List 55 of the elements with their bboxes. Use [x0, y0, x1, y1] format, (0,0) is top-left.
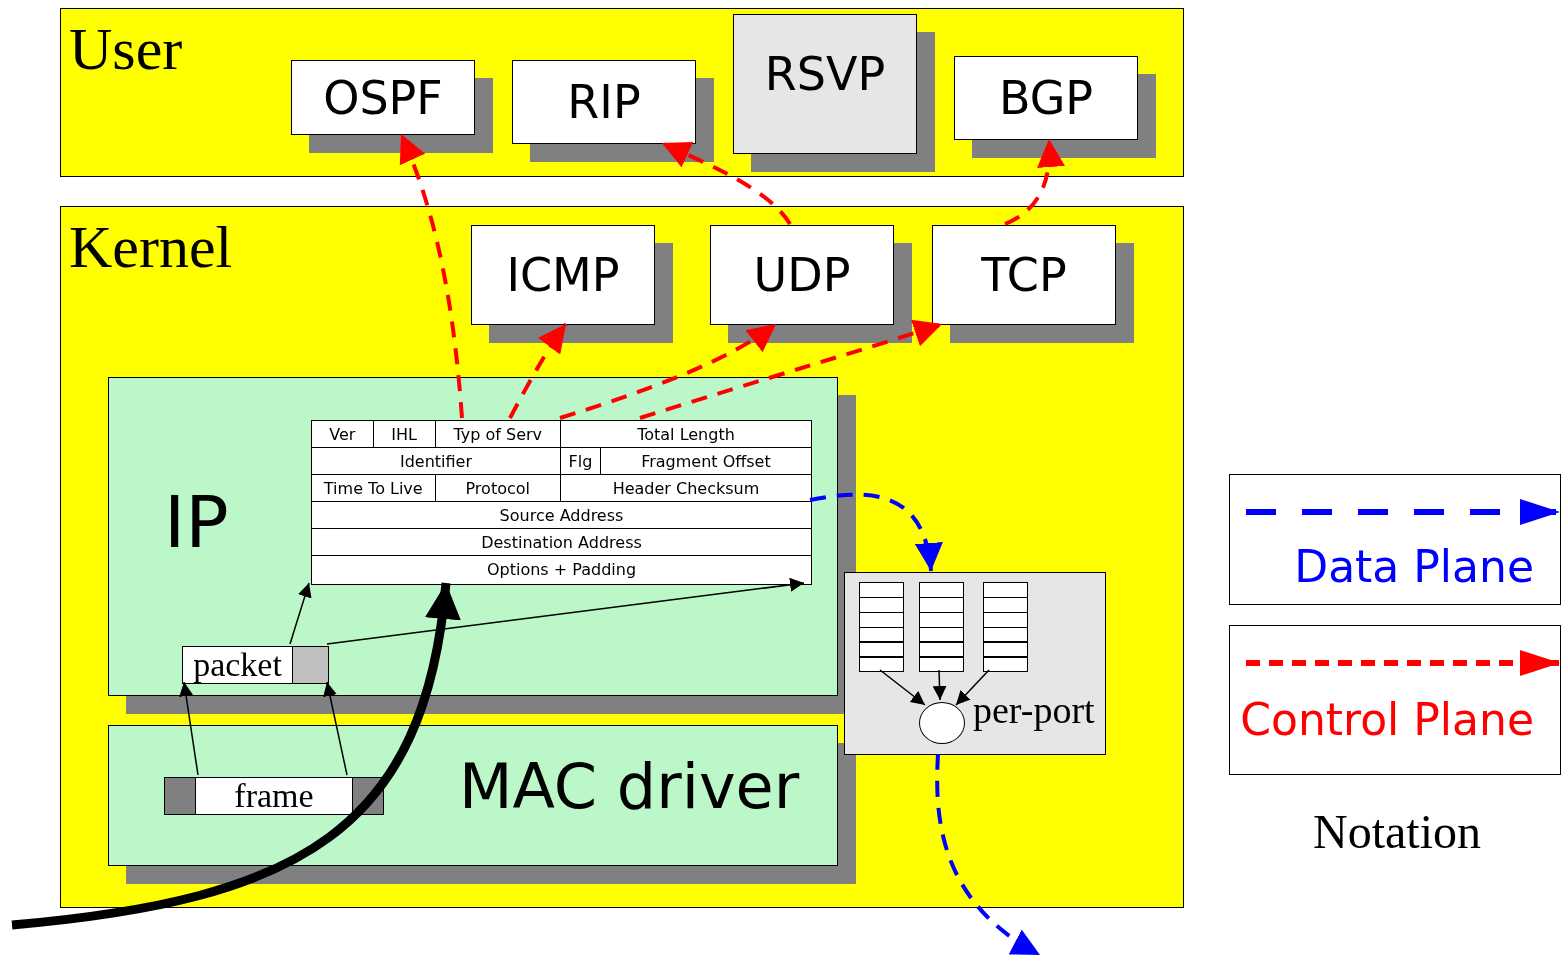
node-label: OSPF: [323, 74, 443, 121]
table-cell: Time To Live: [312, 475, 436, 501]
group-title: IP: [164, 486, 229, 558]
scheduler-circle: [919, 702, 965, 744]
table-cell-text: Destination Address: [480, 531, 643, 554]
arrow: [935, 753, 1042, 957]
queue-stack: [919, 582, 964, 672]
header-table: [311, 420, 812, 585]
group-title: MAC driver: [459, 756, 800, 818]
user-space-panel: [60, 8, 1184, 177]
queue-stack: [983, 582, 1028, 672]
table-cell: Identifier: [312, 448, 561, 474]
table-cell: Flg: [561, 448, 601, 474]
table-cell: IHL: [373, 421, 436, 447]
arrow: [326, 577, 805, 645]
table-cell-text: Fragment Offset: [640, 450, 772, 473]
arrow: [11, 582, 460, 930]
table-cell-text: Options + Padding: [485, 559, 638, 581]
arrow: [399, 133, 464, 419]
node-label: TCP: [981, 252, 1067, 298]
group-title: Kernel: [69, 217, 233, 277]
arrow: [323, 681, 348, 776]
legend-title: Notation: [1313, 808, 1481, 856]
node-label: packet: [193, 648, 282, 682]
arrow: [932, 669, 947, 701]
kernel-panel: [60, 206, 1184, 908]
table-cell-text: Header Checksum: [611, 477, 761, 500]
arrow: [879, 669, 926, 706]
table-cell-text: Source Address: [498, 504, 625, 527]
arrow: [955, 669, 990, 706]
node-label: BGP: [998, 75, 1094, 121]
arrow: [661, 141, 792, 226]
node-label: UDP: [753, 252, 851, 298]
packet-box: [182, 646, 329, 684]
arrow: [639, 319, 943, 420]
legend-label: Control Plane: [1240, 698, 1534, 742]
table-cell: Protocol: [435, 475, 561, 501]
table-cell: Typ of Serv: [435, 421, 561, 447]
node-label: RSVP: [764, 51, 886, 97]
arrow: [559, 322, 778, 420]
arrow: [1004, 138, 1065, 226]
node-label: RIP: [567, 79, 641, 125]
group-title: per-port: [973, 691, 1095, 729]
table-cell-text: Total Length: [636, 423, 736, 446]
table-cell: Ver: [312, 421, 374, 447]
legend-label: Data Plane: [1294, 545, 1534, 589]
queue-panel: [844, 572, 1106, 755]
frame-box: [164, 777, 384, 815]
node-label: frame: [234, 779, 314, 813]
group-title: User: [69, 19, 183, 79]
arrow: [508, 322, 568, 419]
queue-stack: [859, 582, 904, 672]
arrow: [179, 681, 199, 776]
node-label: ICMP: [506, 252, 620, 298]
arrow: [289, 582, 312, 645]
